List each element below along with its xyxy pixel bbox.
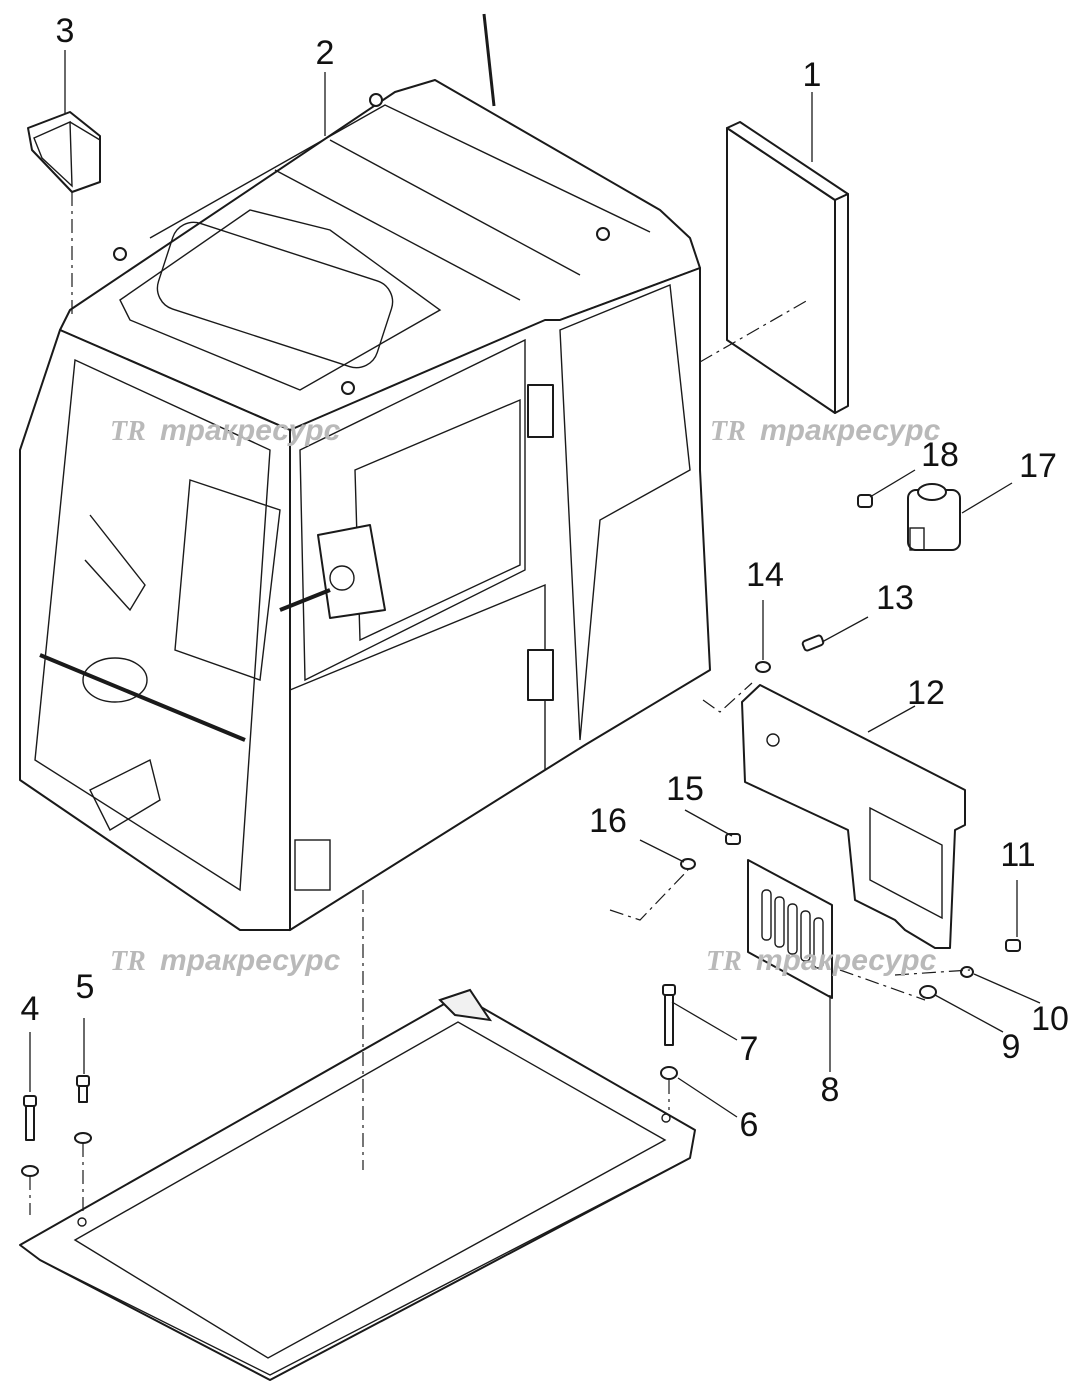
watermark-4: TR тракресурс: [706, 944, 937, 977]
part-7-bolt: [662, 984, 676, 1046]
assembly-lines: [29, 192, 971, 1215]
callout-11: 11: [1000, 836, 1035, 874]
callout-15: 15: [666, 770, 704, 808]
callout-18: 18: [921, 436, 959, 474]
callout-2: 2: [316, 34, 335, 72]
callout-5: 5: [76, 968, 95, 1006]
callout-17: 17: [1019, 447, 1057, 485]
callout-6: 6: [740, 1106, 759, 1144]
callout-13: 13: [876, 579, 914, 617]
watermark-text: тракресурс: [756, 944, 937, 977]
callout-8: 8: [821, 1071, 840, 1109]
watermark-logo: TR: [110, 946, 146, 977]
part-15-bolt: [725, 833, 741, 845]
part-13-bolt: [801, 634, 825, 652]
callout-14: 14: [746, 556, 784, 594]
callout-4: 4: [21, 990, 40, 1028]
callout-9: 9: [1002, 1028, 1021, 1066]
watermark-text: тракресурс: [160, 414, 341, 447]
part-14-washer: [755, 661, 771, 673]
callout-1: 1: [803, 56, 822, 94]
watermark-logo: TR: [110, 416, 146, 447]
part-3-hood: [27, 111, 101, 193]
callout-12: 12: [907, 674, 945, 712]
part-18-nozzle: [857, 494, 873, 508]
callout-16: 16: [589, 802, 627, 840]
watermark-logo: TR: [710, 416, 746, 447]
part-4-bolt: [21, 1095, 39, 1177]
watermark-3: TR тракресурс: [110, 944, 341, 977]
part-16-washer: [680, 858, 696, 870]
callouts: 1 2 3 4 5 6 7 8 9 10 11 12 13 14 15 16 1…: [21, 12, 1069, 1144]
part-8-grille: [747, 859, 833, 999]
watermark-2: TR тракресурс: [710, 414, 941, 447]
part-9-washer: [919, 985, 937, 999]
watermark-1: TR тракресурс: [110, 414, 341, 447]
watermark-logo: TR: [706, 946, 742, 977]
callout-7: 7: [740, 1030, 759, 1068]
part-5-bolt: [74, 1075, 92, 1144]
part-2-cab: [19, 13, 711, 932]
part-10-washer: [960, 966, 974, 978]
callout-10: 10: [1031, 1000, 1069, 1038]
part-17-washer-tank: [907, 483, 961, 551]
callout-3: 3: [56, 12, 75, 50]
part-12-plate: [741, 684, 966, 949]
part-6-washer: [660, 1066, 678, 1080]
part-1-filter-panel: [726, 121, 849, 414]
part-11-bolt: [1005, 939, 1021, 952]
watermark-text: тракресурс: [160, 944, 341, 977]
leader-lines: [29, 50, 1041, 1118]
base-frame: [19, 988, 696, 1381]
watermark-text: тракресурс: [760, 414, 941, 447]
